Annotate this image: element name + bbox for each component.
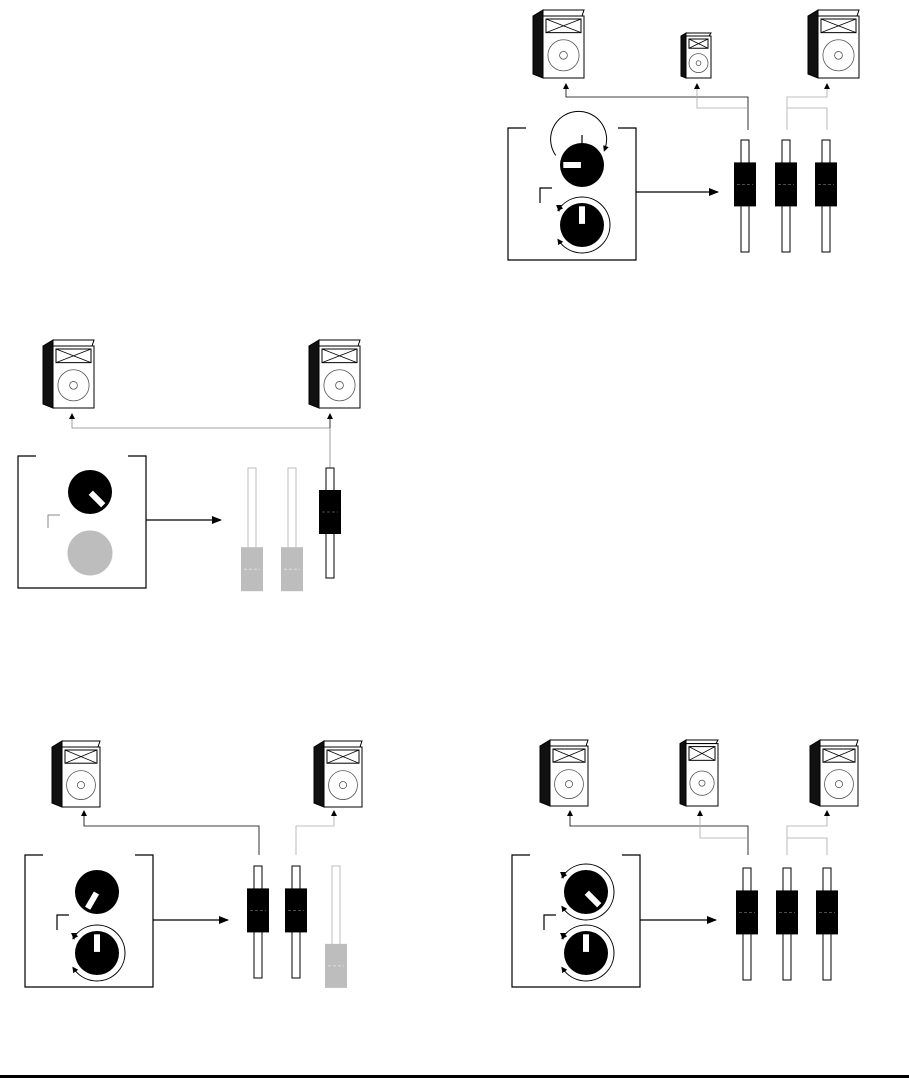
- channel-fader-icon: [285, 866, 307, 978]
- rotary-knob-icon: [75, 870, 119, 914]
- rotary-knob-icon: [68, 531, 112, 575]
- page-bottom-rule: [0, 1075, 909, 1078]
- channel-fader-icon: [816, 868, 838, 980]
- diagram-bottom-right: [512, 740, 858, 987]
- diagram-bottom-left: [25, 741, 362, 988]
- channel-fader-icon: [775, 140, 797, 252]
- channel-fader-icon: [776, 868, 798, 980]
- diagram-middle-left: [18, 340, 360, 591]
- speaker-cabinet-icon: [810, 740, 858, 806]
- speaker-cabinet-icon: [309, 340, 360, 408]
- channel-fader-icon: [281, 468, 303, 591]
- rotary-knob-icon: [68, 470, 112, 514]
- speaker-cabinet-icon: [533, 10, 584, 78]
- rotary-knob-icon: [551, 111, 607, 187]
- channel-fader-icon: [241, 468, 263, 591]
- speaker-cabinet-icon: [52, 741, 100, 807]
- speaker-cabinet-icon: [43, 340, 94, 408]
- channel-fader-icon: [815, 140, 837, 252]
- diagram-top-right: [508, 10, 859, 260]
- rotary-knob-icon: [556, 197, 610, 253]
- speaker-cabinet-icon: [540, 740, 588, 806]
- speaker-cabinet-icon: [314, 741, 362, 807]
- speaker-cabinet-icon: [680, 740, 718, 806]
- channel-fader-icon: [247, 866, 269, 978]
- rotary-knob-icon: [560, 925, 614, 981]
- channel-fader-icon: [325, 866, 347, 988]
- speaker-cabinet-icon: [808, 10, 859, 78]
- channel-fader-icon: [736, 868, 758, 980]
- channel-fader-icon: [319, 468, 341, 578]
- rotary-knob-icon: [71, 925, 125, 981]
- speaker-cabinet-icon: [681, 33, 711, 78]
- channel-fader-icon: [734, 140, 756, 252]
- rotary-knob-icon: [560, 864, 614, 920]
